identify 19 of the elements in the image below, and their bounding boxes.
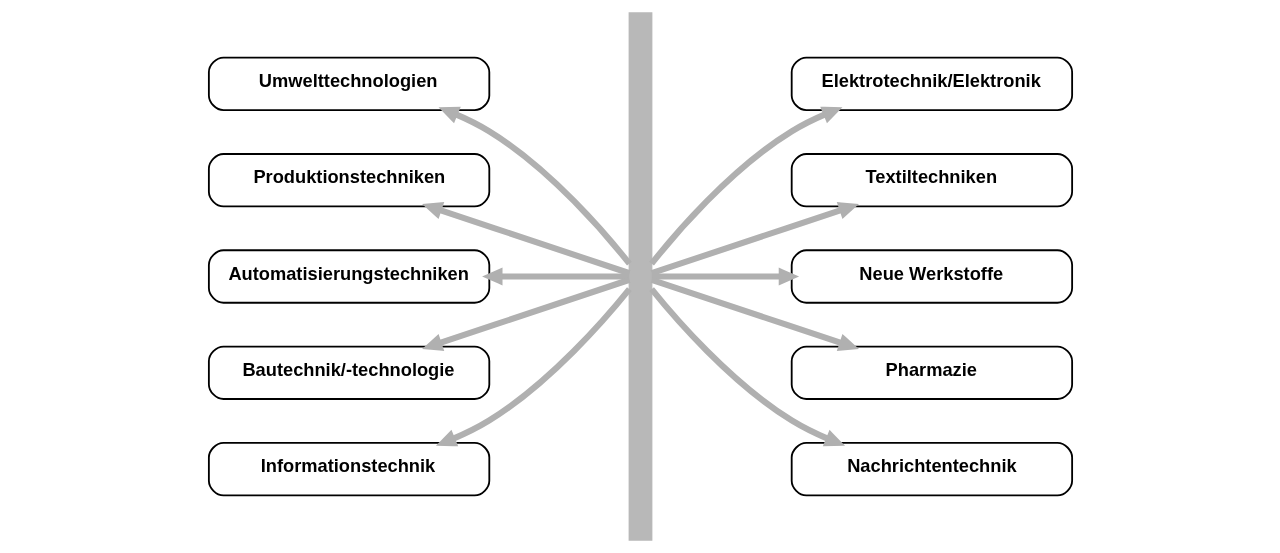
arrow bbox=[650, 276, 859, 351]
node-bar bbox=[628, 12, 652, 541]
node-box: Elektrotechnik/Elektronik bbox=[790, 56, 1073, 111]
arrow bbox=[648, 287, 845, 447]
node-box: Nachrichtentechnik bbox=[790, 442, 1073, 497]
arrow bbox=[435, 287, 632, 447]
node-box: Neue Werkstoffe bbox=[790, 249, 1073, 304]
node-box: Bautechnik/-technologie bbox=[207, 345, 490, 400]
arrow bbox=[651, 267, 799, 286]
node-box: Informationstechnik bbox=[207, 442, 490, 497]
arrow bbox=[481, 267, 629, 286]
node-box: Textiltechniken bbox=[790, 153, 1073, 208]
node-box: Umwelttechnologien bbox=[207, 56, 490, 111]
node-box: Produktionstechniken bbox=[207, 153, 490, 208]
arrow bbox=[648, 106, 842, 266]
node-box: Pharmazie bbox=[790, 345, 1073, 400]
arrow bbox=[438, 106, 632, 266]
arrow bbox=[421, 276, 630, 351]
node-box: Automatisierungstechniken bbox=[207, 249, 490, 304]
